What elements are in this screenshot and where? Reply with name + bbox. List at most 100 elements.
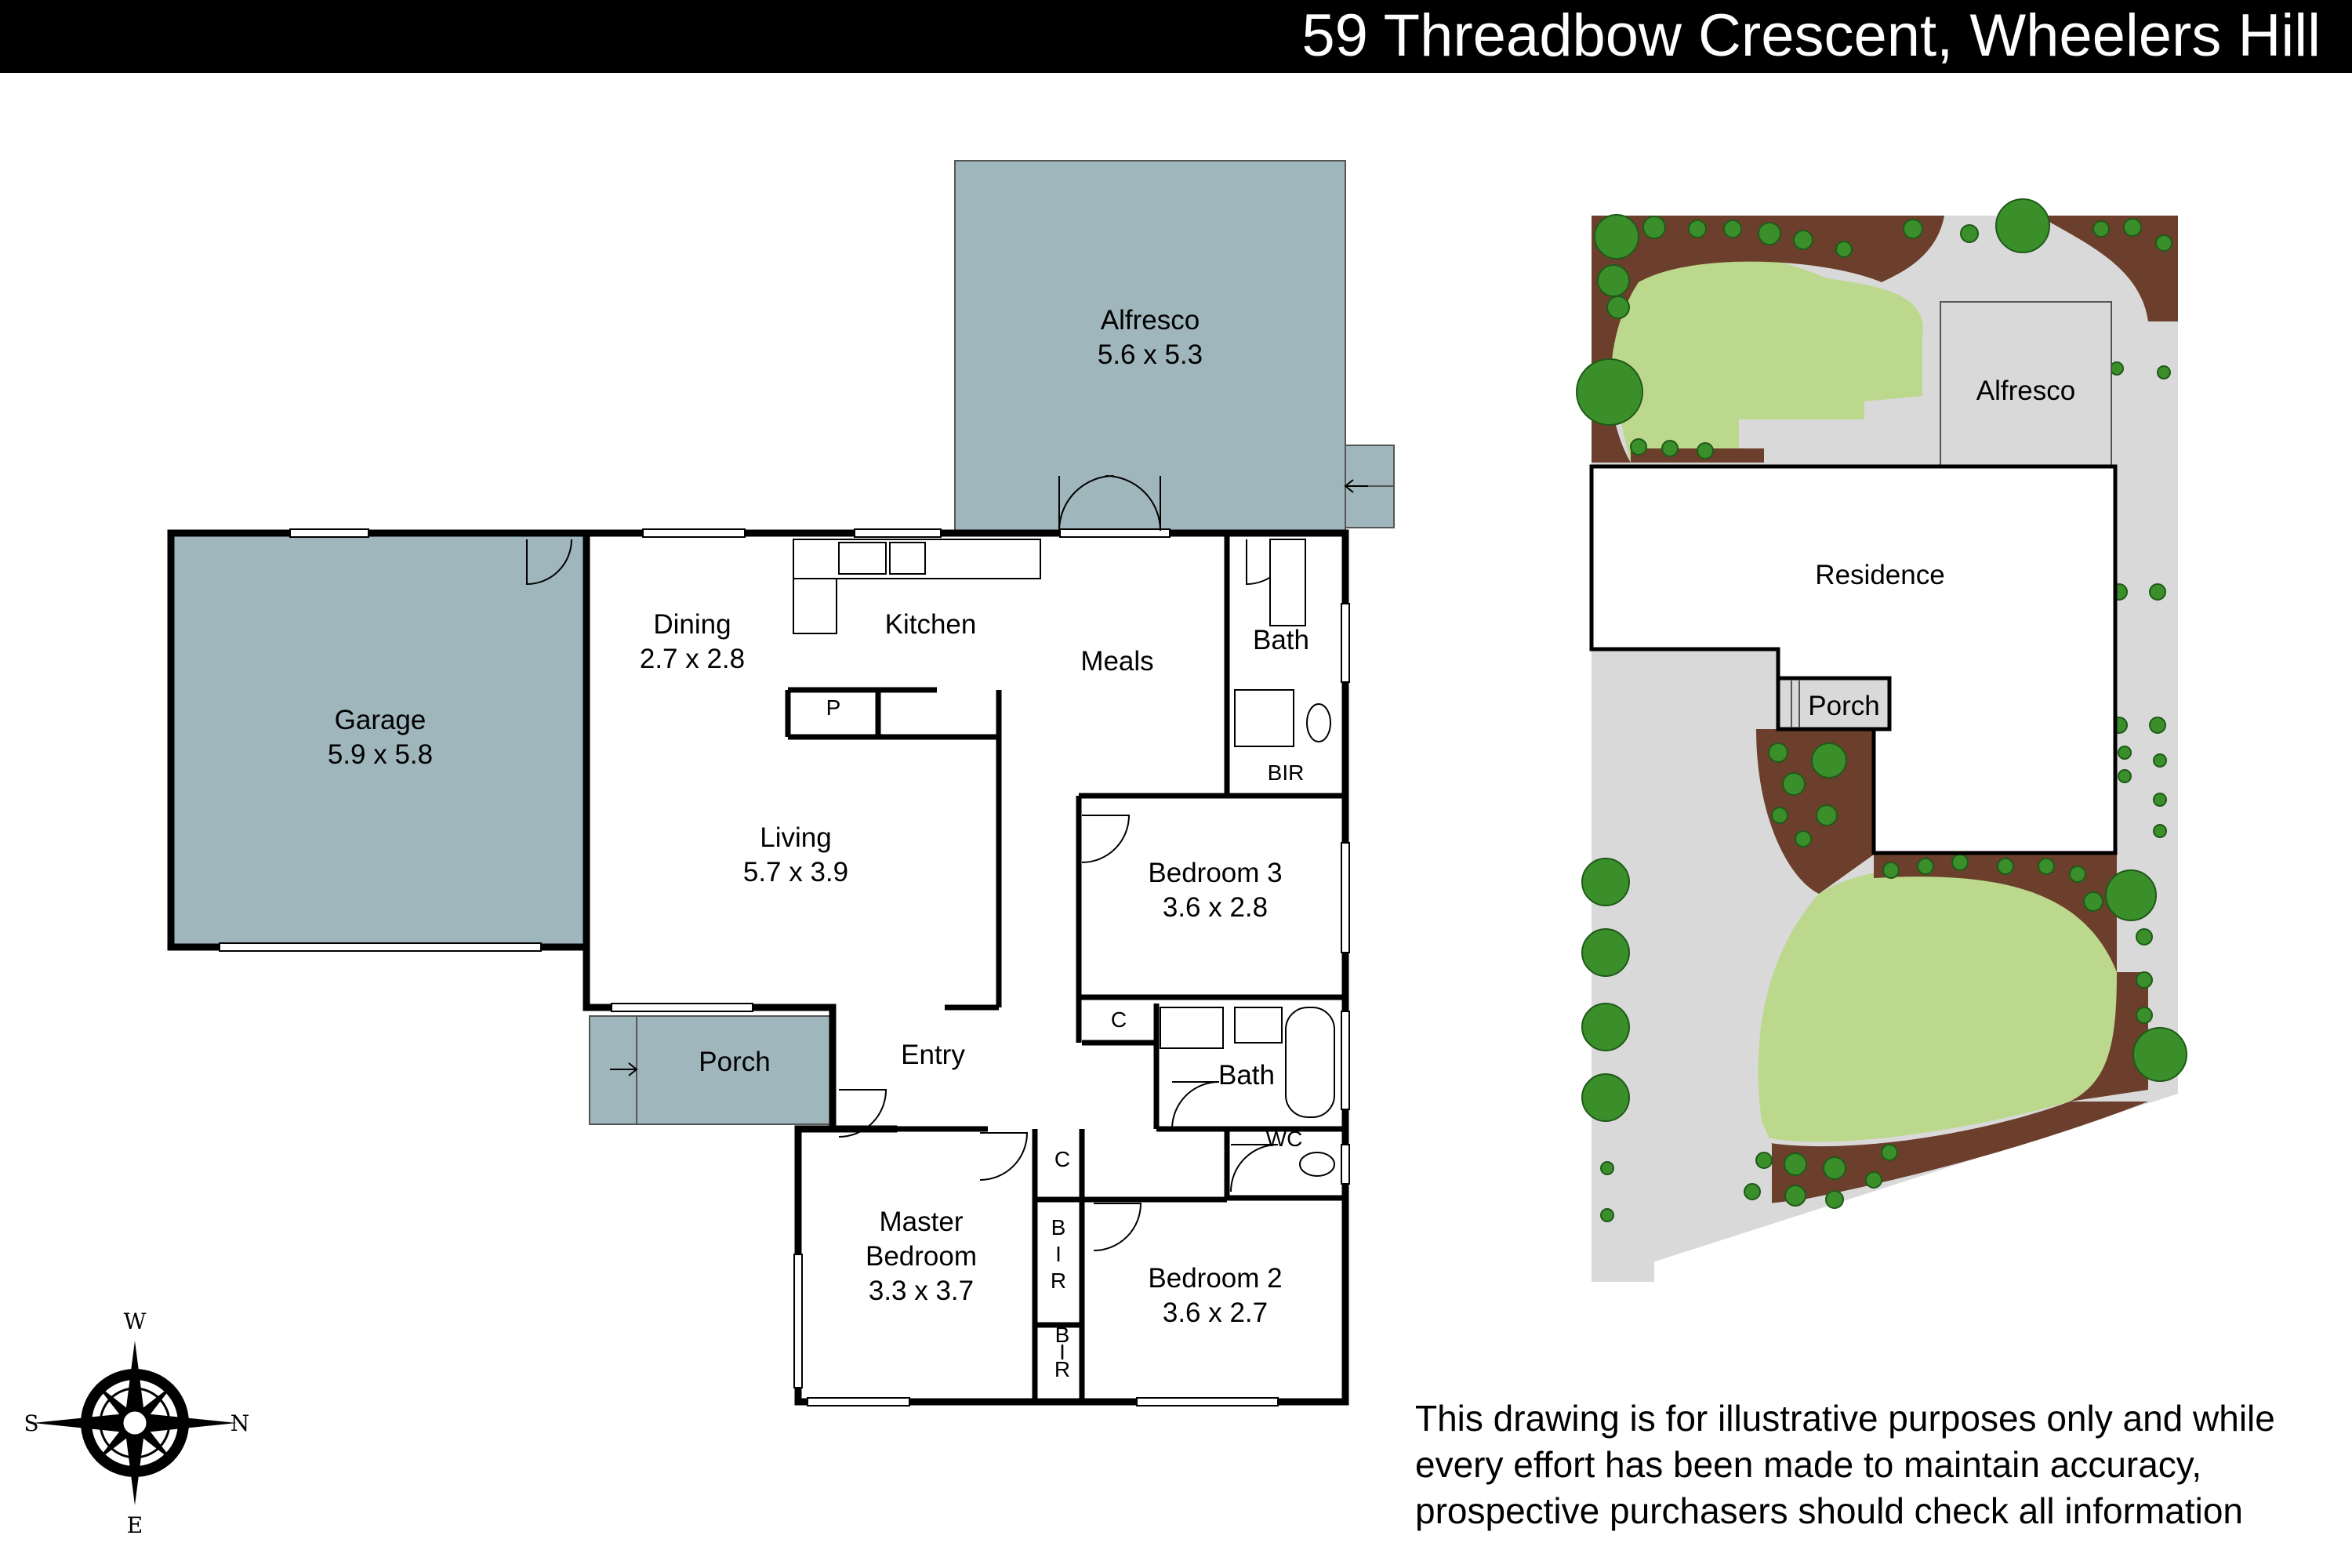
room-name-bedroom2: Bedroom 2 <box>1148 1263 1282 1294</box>
shrub-icon <box>2038 858 2055 875</box>
shrub-icon <box>1865 1171 1882 1189</box>
room-dims-alfresco: 5.6 x 5.3 <box>1098 339 1203 370</box>
room-name-bedroom3: Bedroom 3 <box>1148 858 1282 888</box>
shrub-icon <box>1600 1161 1614 1175</box>
shrub-icon <box>1697 442 1714 459</box>
shrub-icon <box>2157 365 2171 379</box>
shrub-icon <box>1600 1208 1614 1222</box>
shrub-icon <box>1825 1190 1844 1209</box>
room-name-entry: Entry <box>901 1040 965 1070</box>
room-name-dining: Dining <box>653 609 731 640</box>
shrub-icon <box>1782 772 1806 796</box>
shrub-icon <box>2149 583 2166 601</box>
room-name-bir3: I <box>1059 1340 1065 1364</box>
shrub-icon <box>2153 753 2167 768</box>
shrub-icon <box>1816 804 1838 826</box>
site-plan: Alfresco Residence Porch <box>1576 198 2187 1282</box>
compass-rose-icon: W S N E <box>24 1308 249 1538</box>
shrub-icon <box>1688 220 1707 238</box>
shrub-icon <box>1793 230 1813 250</box>
shrub-icon <box>2136 971 2153 989</box>
property-address: 59 Threadbow Crescent, Wheelers Hill <box>1301 2 2321 69</box>
garage-area <box>171 535 586 947</box>
shrub-icon <box>1642 216 1666 239</box>
site-porch <box>1776 676 1892 731</box>
shrub-icon <box>1881 1144 1898 1161</box>
shrub-icon <box>2118 769 2132 783</box>
disclaimer: This drawing is for illustrative purpose… <box>1415 1396 2332 1534</box>
room-name-bir1: BIR <box>1268 760 1305 785</box>
room-name-porch: Porch <box>699 1047 770 1077</box>
site-alfresco <box>1940 301 2112 467</box>
shrub-icon <box>1835 241 1853 258</box>
room-name-bir2: I <box>1055 1242 1062 1266</box>
shrub-icon <box>2153 793 2167 807</box>
shrub-icon <box>1723 220 1742 238</box>
room-dims-bedroom3: 3.6 x 2.8 <box>1163 892 1268 923</box>
room-name-c2: C <box>1054 1147 1070 1171</box>
shrub-icon <box>1744 1183 1761 1200</box>
disclaimer-line: This drawing is for illustrative purpose… <box>1415 1398 2275 1439</box>
room-name-pantry: P <box>826 695 841 720</box>
shrub-icon <box>2110 361 2124 376</box>
front-lawn <box>1607 247 1923 463</box>
shrub-icon <box>1811 742 1847 779</box>
shrub-icon <box>2136 1007 2153 1024</box>
room-name-wc: WC <box>1266 1127 1303 1151</box>
room-name-meals: Meals <box>1080 646 1153 677</box>
room-name-bir2: R <box>1051 1269 1066 1293</box>
shrub-icon <box>1581 1003 1630 1051</box>
shrub-icon <box>1606 296 1630 319</box>
shrub-icon <box>1768 742 1788 763</box>
shrub-icon <box>1755 1152 1773 1169</box>
disclaimer-line: every effort has been made to maintain a… <box>1415 1444 2202 1485</box>
compass-bottom-label: E <box>127 1512 143 1538</box>
room-dims-bedroom2: 3.6 x 2.7 <box>1163 1298 1268 1328</box>
shrub-icon <box>1771 807 1788 824</box>
room-name-kitchen: Kitchen <box>885 609 977 640</box>
shrub-icon <box>2123 218 2142 237</box>
back-lawn <box>1758 868 2117 1142</box>
shrub-icon <box>1784 1152 1807 1176</box>
compass-top-label: W <box>124 1308 147 1334</box>
shrub-icon <box>2132 1027 2187 1082</box>
shrub-icon <box>2155 234 2172 252</box>
shrub-icon <box>2069 866 2086 883</box>
disclaimer-line: prospective purchasers should check all … <box>1415 1490 2243 1531</box>
shrub-icon <box>2149 717 2166 734</box>
room-name-master: Bedroom <box>866 1241 977 1272</box>
shrub-icon <box>2153 824 2167 838</box>
porch-area <box>589 1015 833 1125</box>
shrub-icon <box>1995 198 2050 253</box>
shrub-icon <box>2118 746 2132 760</box>
compass-right-label: N <box>230 1410 250 1436</box>
room-name-bir2: B <box>1051 1215 1066 1240</box>
room-name-c1: C <box>1111 1007 1127 1032</box>
room-dims-living: 5.7 x 3.9 <box>743 857 848 887</box>
shrub-icon <box>1661 440 1679 457</box>
shrub-icon <box>2105 869 2157 921</box>
shrub-icon <box>1581 858 1630 906</box>
shrub-icon <box>1903 219 1923 239</box>
shrub-icon <box>2092 220 2110 238</box>
shrub-icon <box>1823 1156 1846 1180</box>
shrub-icon <box>1597 264 1630 297</box>
shrub-icon <box>1784 1185 1806 1207</box>
shrub-icon <box>1576 358 1643 426</box>
site-alfresco-label: Alfresco <box>1976 376 2075 406</box>
shrub-icon <box>1630 438 1647 456</box>
room-name-bir3: B <box>1055 1323 1070 1347</box>
room-name-living: Living <box>760 822 831 853</box>
site-residence-label: Residence <box>1815 560 1944 590</box>
room-name-garage: Garage <box>335 705 426 735</box>
room-name-bir3: R <box>1054 1357 1070 1381</box>
shrub-icon <box>2083 891 2103 912</box>
shrub-icon <box>1581 928 1630 977</box>
header-bar: 59 Threadbow Crescent, Wheelers Hill <box>0 0 2352 73</box>
site-porch-label: Porch <box>1808 691 1879 721</box>
shrub-icon <box>1882 862 1900 879</box>
shrub-icon <box>1917 858 1934 875</box>
